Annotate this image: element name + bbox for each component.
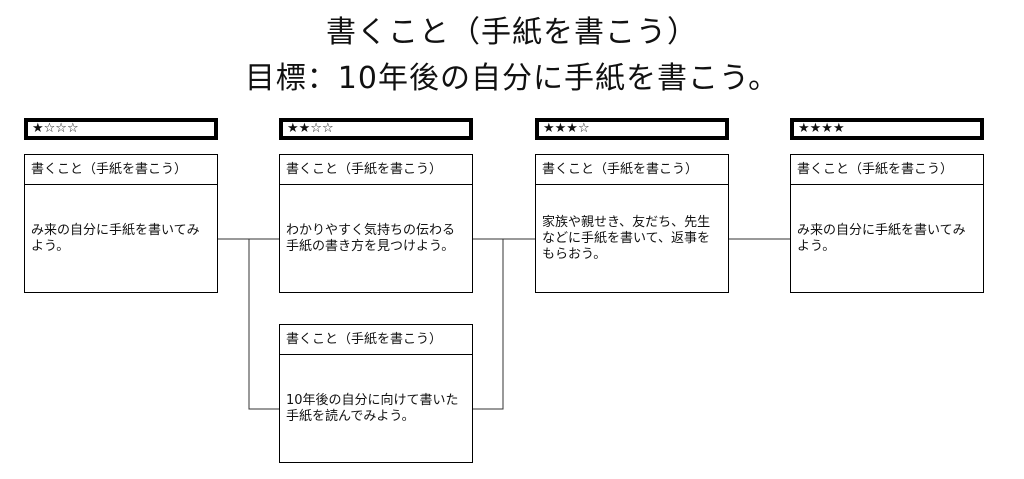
level-1-stars: ★☆☆☆ (24, 118, 218, 140)
card-header: 書くこと（手紙を書こう） (536, 155, 728, 185)
card-level-2-b: 書くこと（手紙を書こう） 10年後の自分に向けて書いた手紙を読んでみよう。 (279, 324, 473, 463)
goal-title: 目標：10年後の自分に手紙を書こう。 (244, 61, 780, 96)
card-level-3: 書くこと（手紙を書こう） 家族や親せき、友だち、先生などに手紙を書いて、返事をも… (535, 154, 729, 293)
level-4-stars: ★★★★ (790, 118, 984, 140)
connector-3-4 (473, 239, 504, 410)
card-text: 家族や親せき、友だち、先生などに手紙を書いて、返事をもらおう。 (542, 214, 711, 262)
card-text: み来の自分に手紙を書いてみよう。 (797, 222, 966, 254)
card-level-2: 書くこと（手紙を書こう） わかりやすく気持ちの伝わる手紙の書き方を見つけよう。 (279, 154, 473, 293)
card-text: み来の自分に手紙を書いてみよう。 (31, 222, 200, 254)
card-header: 書くこと（手紙を書こう） (791, 155, 983, 185)
level-2-stars: ★★☆☆ (279, 118, 473, 140)
card-header: 書くこと（手紙を書こう） (280, 325, 472, 355)
card-level-4: 書くこと（手紙を書こう） み来の自分に手紙を書いてみよう。 (790, 154, 984, 293)
card-level-1: 書くこと（手紙を書こう） み来の自分に手紙を書いてみよう。 (24, 154, 218, 293)
level-3-stars: ★★★☆ (535, 118, 729, 140)
card-text: 10年後の自分に向けて書いた手紙を読んでみよう。 (286, 392, 459, 424)
page-title: 書くこと（手紙を書こう） (326, 15, 698, 50)
card-text: わかりやすく気持ちの伝わる手紙の書き方を見つけよう。 (286, 222, 456, 254)
card-header: 書くこと（手紙を書こう） (280, 155, 472, 185)
connector-1-3 (248, 239, 279, 410)
card-header: 書くこと（手紙を書こう） (25, 155, 217, 185)
